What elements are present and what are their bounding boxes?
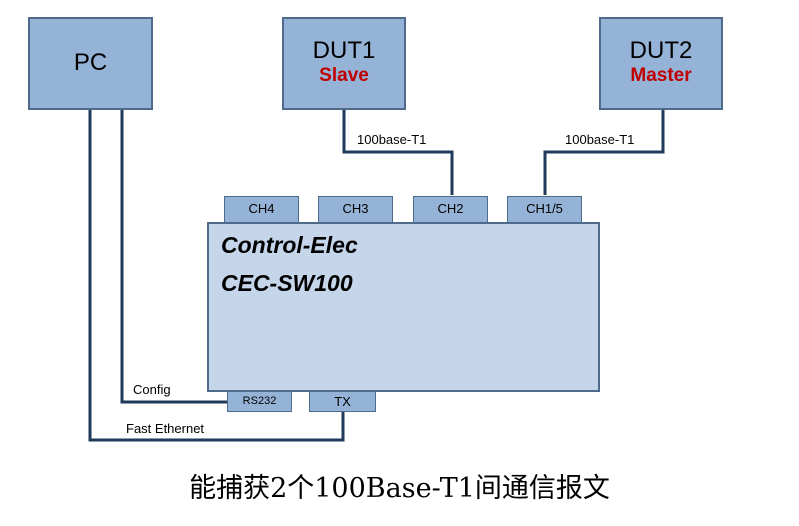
ethernet-wire [88, 110, 345, 442]
dut2-wire [543, 110, 665, 195]
pc-node: PC [28, 17, 153, 110]
dut2-node: DUT2 Master [599, 17, 723, 110]
dut1-node: DUT1 Slave [282, 17, 406, 110]
ethernet-label: Fast Ethernet [126, 421, 205, 436]
dut2-role: Master [630, 65, 692, 86]
device-name-line2: CEC-SW100 [221, 270, 353, 296]
device-name-line1: Control-Elec [221, 232, 358, 258]
switch-device: Control-Elec CEC-SW100 [207, 222, 600, 392]
pc-label: PC [73, 49, 108, 76]
port-tx: TX [309, 391, 376, 412]
dut1-label: DUT1 [312, 37, 376, 64]
diagram-caption: 能捕获2个100Base-T1间通信报文 [189, 473, 610, 504]
config-label: Config [133, 382, 171, 397]
dut1-link-label: 100base-T1 [357, 132, 427, 147]
dut2-link-label: 100base-T1 [565, 132, 635, 147]
port-ch1-5: CH1/5 [507, 196, 582, 223]
config-wire [120, 110, 227, 404]
port-ch4: CH4 [224, 196, 299, 223]
port-rs232: RS232 [227, 391, 292, 412]
dut1-role: Slave [319, 65, 369, 86]
dut1-wire [342, 110, 454, 195]
port-ch3: CH3 [318, 196, 393, 223]
port-ch2: CH2 [413, 196, 488, 223]
dut2-label: DUT2 [629, 37, 693, 64]
